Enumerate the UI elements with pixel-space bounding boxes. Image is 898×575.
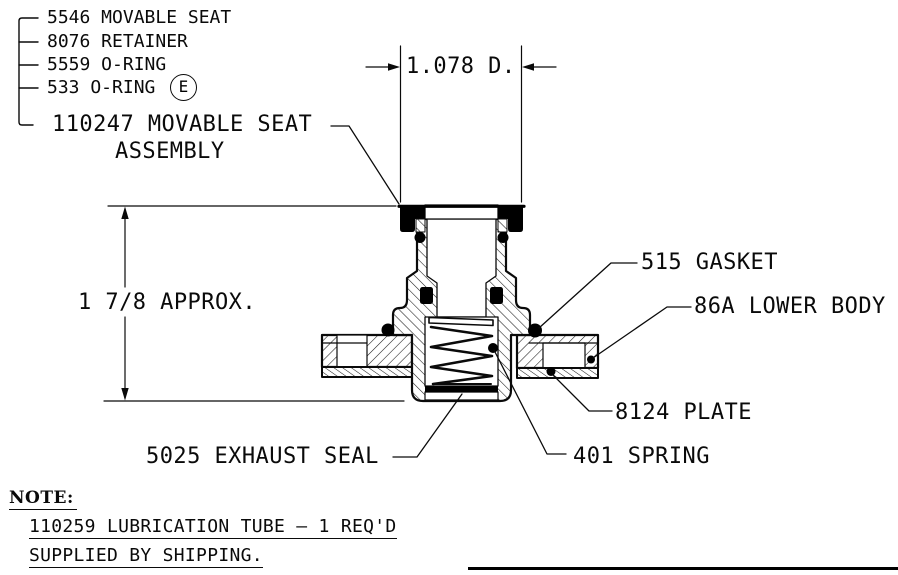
leader-plate	[552, 374, 613, 412]
movable-seat	[397, 204, 526, 243]
leader-dot-spring	[488, 343, 498, 353]
parts-list-item: 5559 O-RING	[47, 54, 167, 75]
dimension-diameter	[365, 45, 557, 203]
leader-lines	[330, 125, 692, 458]
height-dimension-label: 1 7/8 APPROX.	[78, 290, 257, 315]
title-block-edge	[468, 567, 898, 570]
leader-spring	[493, 349, 567, 455]
spring-coil	[428, 316, 494, 386]
note-line: 110259 LUBRICATION TUBE – 1 REQ'D	[29, 516, 397, 539]
leader-assembly	[330, 125, 400, 205]
leader-gasket	[538, 262, 638, 329]
parts-list-item: 5546 MOVABLE SEAT	[47, 7, 232, 28]
parts-list-item: 8076 RETAINER	[47, 31, 188, 52]
center-body	[391, 217, 532, 403]
assembly-callout-line1: 110247 MOVABLE SEAT	[52, 112, 313, 137]
leader-exhaust-seal	[392, 393, 463, 458]
gasket-right	[528, 323, 542, 338]
callout-gasket: 515 GASKET	[641, 250, 778, 275]
callout-lower-body: 86A LOWER BODY	[694, 294, 886, 319]
oring-left	[414, 232, 426, 243]
oring-right	[497, 232, 509, 243]
parts-list-item: 533 O-RING	[47, 77, 156, 98]
dimension-height	[103, 205, 405, 402]
note-line: SUPPLIED BY SHIPPING.	[29, 545, 263, 568]
revision-badge: E	[170, 74, 197, 101]
diameter-dimension-label: 1.078 D.	[406, 54, 516, 79]
assembly-callout-line2: ASSEMBLY	[115, 139, 225, 164]
oring-square-left	[420, 287, 433, 304]
callout-exhaust-seal: 5025 EXHAUST SEAL	[146, 444, 379, 469]
parts-list-bracket	[18, 17, 39, 126]
exhaust-seal	[425, 386, 498, 393]
leader-lower-body	[592, 306, 692, 359]
oring-square-right	[490, 287, 503, 304]
lower-body-flanges	[320, 333, 600, 370]
gasket-left	[381, 323, 395, 337]
callout-plate: 8124 PLATE	[615, 400, 752, 425]
callout-spring: 401 SPRING	[573, 444, 710, 469]
note-heading: NOTE:	[9, 490, 77, 510]
leader-dot-plate	[546, 367, 556, 376]
